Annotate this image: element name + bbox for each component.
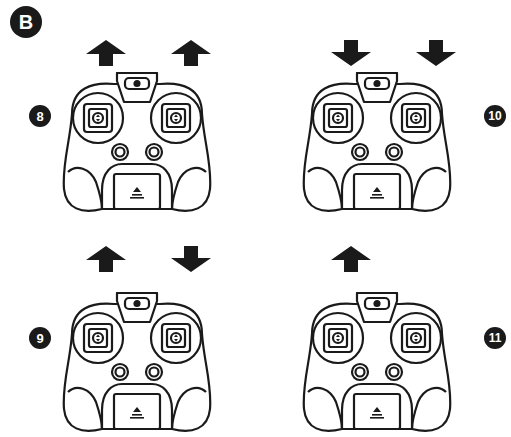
- callout-number: 11: [484, 327, 506, 349]
- callout-text: 10: [488, 109, 501, 123]
- callout-number: 10: [484, 105, 506, 127]
- callout-text: B: [19, 11, 33, 34]
- callout-text: 11: [489, 331, 502, 345]
- section-letter: B: [10, 6, 42, 38]
- callout-text: 8: [36, 109, 43, 124]
- callout-text: 9: [36, 331, 43, 346]
- callout-number: 9: [29, 327, 51, 349]
- callout-number: 8: [29, 105, 51, 127]
